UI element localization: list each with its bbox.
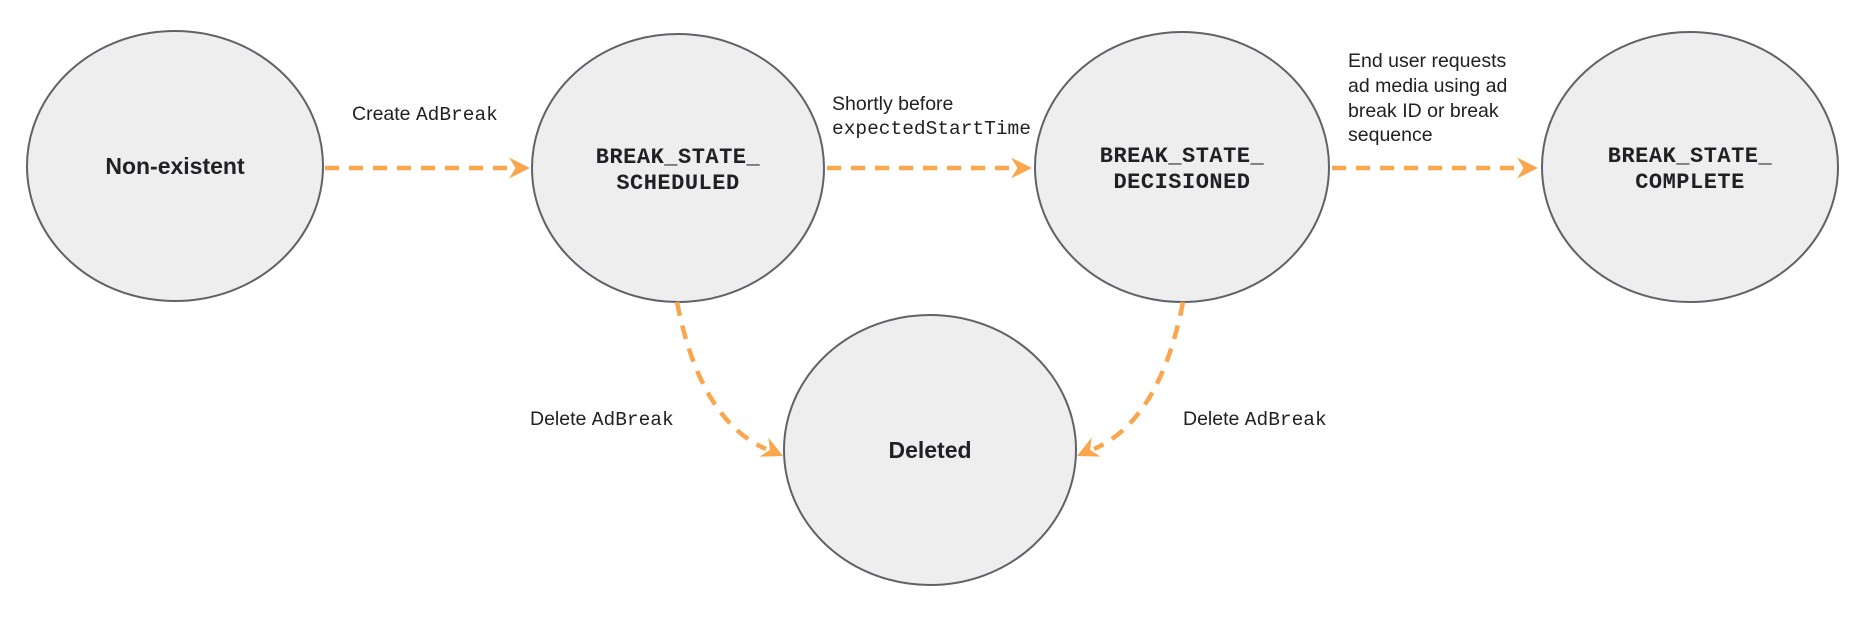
transition-label-end-user-requests-line2: ad media using ad — [1348, 75, 1507, 97]
transition-label-end-user-requests-line3: break ID or break — [1348, 100, 1499, 122]
arrowhead-delete-adbreak-right — [1077, 437, 1101, 457]
state-label-break-state-scheduled-line1: BREAK_STATE_ — [596, 145, 761, 170]
arrowhead-create-adbreak — [509, 157, 530, 179]
state-circle-non-existent — [26, 30, 324, 302]
transition-label-shortly-before-line2: expectedStartTime — [832, 118, 1031, 140]
transition-label-shortly-before-line1: Shortly before — [832, 93, 953, 115]
transition-label-end-user-requests-line1: End user requests — [1348, 50, 1507, 72]
arrowhead-end-user-requests — [1517, 157, 1538, 179]
state-label-break-state-decisioned-line2: DECISIONED — [1113, 170, 1250, 195]
transition-arrow-delete-adbreak-right — [1093, 301, 1186, 452]
state-label-break-state-complete-line1: BREAK_STATE_ — [1608, 144, 1773, 169]
transition-label-delete-adbreak-left: Delete AdBreak — [530, 408, 674, 431]
state-label-break-state-complete-line2: COMPLETE — [1635, 170, 1745, 195]
transition-label-delete-adbreak-right: Delete AdBreak — [1183, 408, 1327, 431]
state-label-break-state-scheduled-line2: SCHEDULED — [616, 171, 739, 196]
arrowhead-shortly-before — [1011, 157, 1032, 179]
transition-arrow-delete-adbreak-left — [674, 301, 767, 452]
state-label-non-existent: Non-existent — [105, 153, 245, 179]
state-circle-break-state-complete — [1541, 31, 1839, 303]
state-circle-deleted — [783, 314, 1077, 586]
state-label-deleted: Deleted — [888, 437, 971, 463]
transition-label-end-user-requests-line4: sequence — [1348, 124, 1433, 146]
arrowhead-delete-adbreak-left — [759, 437, 783, 457]
state-label-break-state-decisioned-line1: BREAK_STATE_ — [1100, 144, 1265, 169]
transition-label-create-adbreak: Create AdBreak — [352, 103, 498, 126]
